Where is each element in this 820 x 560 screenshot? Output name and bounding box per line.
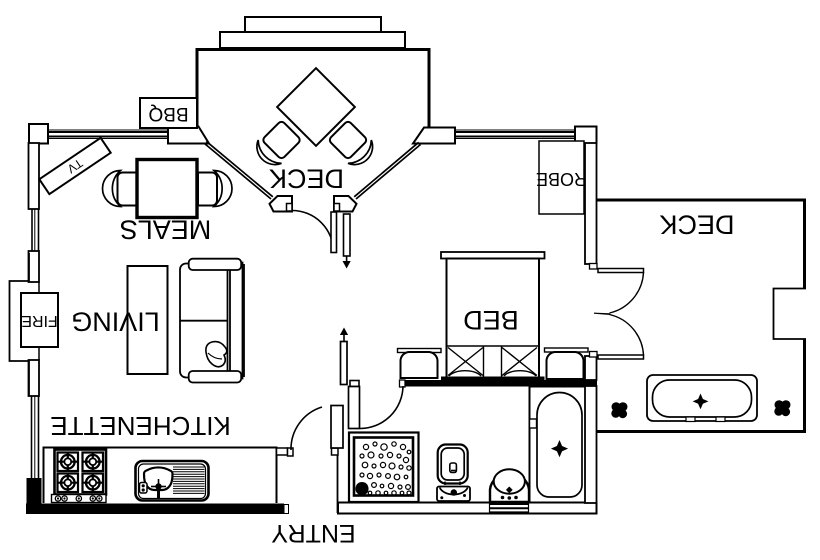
svg-text:FIRE: FIRE (21, 312, 57, 329)
svg-text:BED: BED (463, 305, 519, 335)
svg-text:BBQ: BBQ (148, 103, 188, 124)
svg-text:LIVING: LIVING (71, 307, 160, 337)
svg-text:KITCHENETTE: KITCHENETTE (50, 411, 231, 441)
svg-text:ROBE: ROBE (536, 169, 587, 189)
svg-text:MEALS: MEALS (120, 215, 212, 245)
svg-text:DECK: DECK (269, 164, 344, 194)
svg-text:ENTRY: ENTRY (271, 519, 356, 547)
svg-text:DECK: DECK (659, 210, 734, 240)
